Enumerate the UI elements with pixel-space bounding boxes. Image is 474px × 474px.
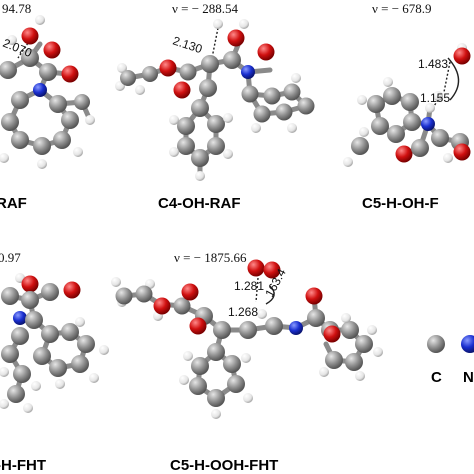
structure-c5-h-ooh-fht: ν = − 1875.66 — [111, 250, 383, 474]
structure-name: C5-H-OOH-FHT — [170, 457, 278, 474]
frequency-label: ν = − 288.54 — [172, 1, 239, 16]
nitrogen-legend-label: N — [463, 369, 474, 386]
molecule-model — [343, 43, 471, 167]
distance-label: 1.483 — [418, 57, 448, 71]
distance-label: 1.268 — [228, 305, 258, 319]
structure-name: C5-H-OH-F — [362, 195, 439, 212]
structure-c3-oh-raf: 94.78 — [0, 1, 95, 212]
structure-name: C4-OH-RAF — [158, 195, 241, 212]
carbon-legend-label: C — [431, 369, 442, 386]
molecule-model — [0, 273, 109, 413]
distance-label: 1.281 — [234, 279, 264, 293]
molecule-model — [111, 259, 383, 419]
distance-label: 1.155 — [420, 91, 450, 105]
molecule-model — [0, 15, 95, 169]
structure-h-fht: 0.97 — [0, 250, 109, 474]
structure-c4-oh-raf: ν = − 288.54 — [115, 1, 315, 212]
frequency-label: 0.97 — [0, 250, 21, 265]
frequency-label: 94.78 — [2, 1, 31, 16]
frequency-label: ν = − 678.9 — [372, 1, 432, 16]
molecule-model — [115, 19, 315, 181]
structure-c5-h-oh-f: ν = − 678.9 — [343, 1, 471, 212]
atom-legend: C N — [427, 335, 474, 386]
distance-label: 2.130 — [171, 34, 204, 57]
structure-name: RAF — [0, 195, 27, 212]
nitrogen-legend-sphere — [461, 335, 474, 353]
carbon-legend-sphere — [427, 335, 445, 353]
structure-name: -H-FHT — [0, 457, 46, 474]
frequency-label: ν = − 1875.66 — [174, 250, 247, 265]
